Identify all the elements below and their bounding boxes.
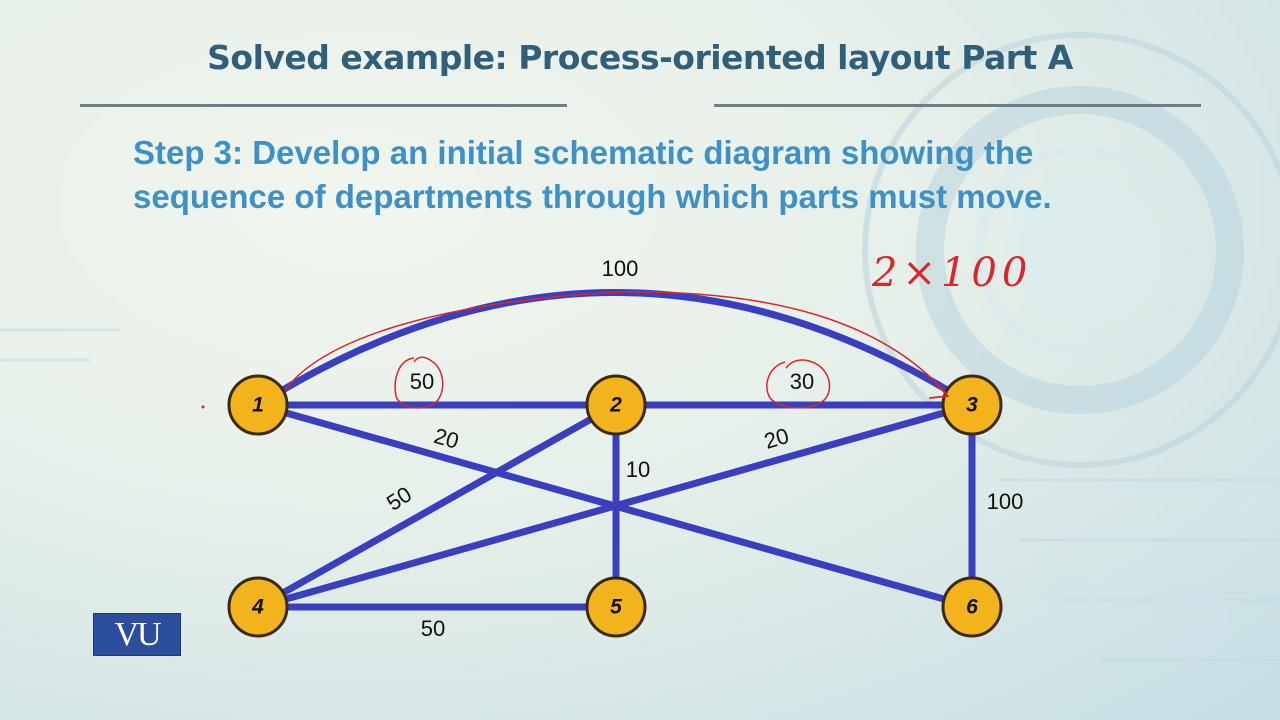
edge-label-1-6: 20 [431,423,461,454]
edge-label-1-2: 50 [410,369,434,394]
edge-label-3-6: 100 [987,489,1024,514]
edge-label-1-3: 100 [602,256,639,281]
department-node-4: 4 [229,578,287,636]
department-node-2: 2 [587,376,645,434]
node-label-3: 3 [966,394,978,417]
edge-label-2-3: 30 [790,369,814,394]
handwritten-note: 2×100 [871,250,1032,296]
department-node-5: 5 [587,578,645,636]
node-label-1: 1 [252,394,264,417]
department-node-6: 6 [943,578,1001,636]
vu-logo: VU [93,613,181,656]
edge-label-4-2: 50 [382,481,416,515]
department-node-1: 1 [229,376,287,434]
node-label-5: 5 [610,596,622,619]
node-label-6: 6 [966,596,978,619]
node-label-4: 4 [251,596,264,619]
edge-label-2-5: 10 [626,457,650,482]
edge-label-4-5: 50 [421,616,445,641]
department-node-3: 3 [943,376,1001,434]
edge-label-4-3: 20 [761,423,792,454]
node-label-2: 2 [609,394,622,417]
ink-dot [202,406,205,409]
